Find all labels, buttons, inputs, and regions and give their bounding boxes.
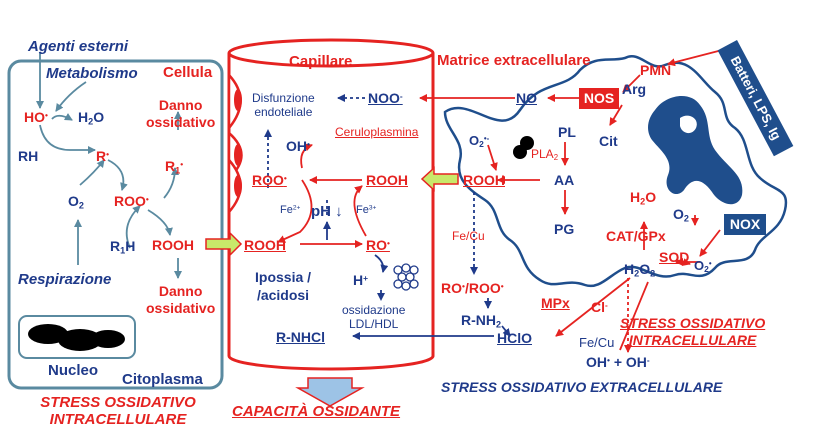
nucleus-box xyxy=(18,315,136,359)
label-cellula: Cellula xyxy=(163,64,213,81)
label-cat-gpx: CAT/GPx xyxy=(606,228,666,244)
label-r-nhcl: R-NHCl xyxy=(276,329,325,345)
label-rooh-cap-top: ROOH xyxy=(366,172,408,188)
label-h2o-cell: H2O xyxy=(78,109,105,127)
pla2-ball xyxy=(513,145,527,159)
label-hclo: HClO xyxy=(497,330,532,346)
label-no: NO xyxy=(516,90,537,106)
matrix-outline xyxy=(443,55,788,288)
matrix-dark-mass xyxy=(648,95,743,205)
label-ho-radical: HO• xyxy=(24,109,48,125)
label-oh-radicals: OH• + OH- xyxy=(586,354,650,370)
label-rooh-cap-left: ROOH xyxy=(244,237,286,253)
label-matrice-extracellulare: Matrice extracellulare xyxy=(437,52,591,69)
label-r1h: R1H xyxy=(110,238,136,256)
label-r1-radical: R1• xyxy=(165,158,184,176)
green-arrows xyxy=(205,166,459,257)
label-ro-roo: RO•/ROO• xyxy=(441,280,504,296)
label-cl-minus: Cl- xyxy=(591,299,608,315)
label-fe-cu-1: Fe/Cu xyxy=(452,229,485,243)
capillary-arrows xyxy=(264,94,494,340)
label-o2-cell: O2 xyxy=(68,193,84,211)
cell-arrows xyxy=(36,52,182,279)
label-capacita-ossidante: CAPACITÀ OSSIDANTE xyxy=(232,403,401,420)
bubbles xyxy=(393,263,419,291)
label-aa: AA xyxy=(554,172,575,188)
label-r-radical: R• xyxy=(96,148,110,164)
cell-outline xyxy=(7,59,224,390)
nos-box: NOS xyxy=(579,88,619,109)
nucleus-blob xyxy=(91,330,125,348)
endothelial-cells xyxy=(227,71,243,216)
label-roo-cell: ROO• xyxy=(114,193,149,209)
label-ipossia-acidosi: Ipossia //acidosi xyxy=(255,269,312,303)
label-stress-extracellulare: STRESS OSSIDATIVO EXTRACELLULARE xyxy=(441,379,723,395)
label-citoplasma: Citoplasma xyxy=(122,371,203,388)
label-r-nh2: R-NH2 xyxy=(461,312,502,330)
label-h-plus: H+ xyxy=(353,272,369,288)
label-sod: SOD xyxy=(659,249,690,265)
label-ph: pH ↓ xyxy=(311,203,343,220)
label-h2o2: H2O2 xyxy=(624,261,656,279)
label-mpx: MPx xyxy=(541,295,570,311)
label-rooh-cell: ROOH xyxy=(152,237,194,253)
label-noo: NOO- xyxy=(368,90,403,106)
label-fe3: Fe3+ xyxy=(356,204,377,216)
label-capillare: Capillare xyxy=(289,53,353,70)
label-pl: PL xyxy=(558,124,576,140)
label-ro-cap: RO• xyxy=(366,237,390,253)
capacity-arrow xyxy=(295,377,365,407)
label-arg: Arg xyxy=(622,81,647,97)
label-pg: PG xyxy=(554,221,575,237)
label-fe2: Fe2+ xyxy=(280,204,301,216)
matrix-arrows xyxy=(419,47,731,353)
label-rh: RH xyxy=(18,148,39,164)
label-nucleo: Nucleo xyxy=(48,362,99,379)
label-metabolismo: Metabolismo xyxy=(46,65,138,82)
nucleus-blob xyxy=(58,329,102,351)
matrix-dark-mass xyxy=(680,115,697,134)
label-cit: Cit xyxy=(599,133,618,149)
label-h2o-ext: H2O xyxy=(630,189,657,207)
label-o2-radical-anion: O2•- xyxy=(469,133,490,150)
label-pla2: PLA2 xyxy=(531,147,559,162)
label-agenti-esterni: Agenti esterni xyxy=(28,38,129,55)
label-o2-ext-2: O2• xyxy=(694,258,712,275)
label-roo-cap: ROO• xyxy=(252,172,287,188)
label-rooh-ext: ROOH xyxy=(463,172,505,188)
nucleus-blob xyxy=(28,324,68,344)
label-pmn: PMN xyxy=(640,62,672,78)
label-respirazione: Respirazione xyxy=(18,271,112,288)
label-ceruloplasmina: Ceruloplasmina xyxy=(335,125,419,139)
label-fe-cu-2: Fe/Cu xyxy=(579,335,615,350)
nox-box: NOX xyxy=(724,214,766,235)
label-o2-ext: O2 xyxy=(673,206,689,224)
label-oh-radical-cap: OH• xyxy=(286,138,310,154)
